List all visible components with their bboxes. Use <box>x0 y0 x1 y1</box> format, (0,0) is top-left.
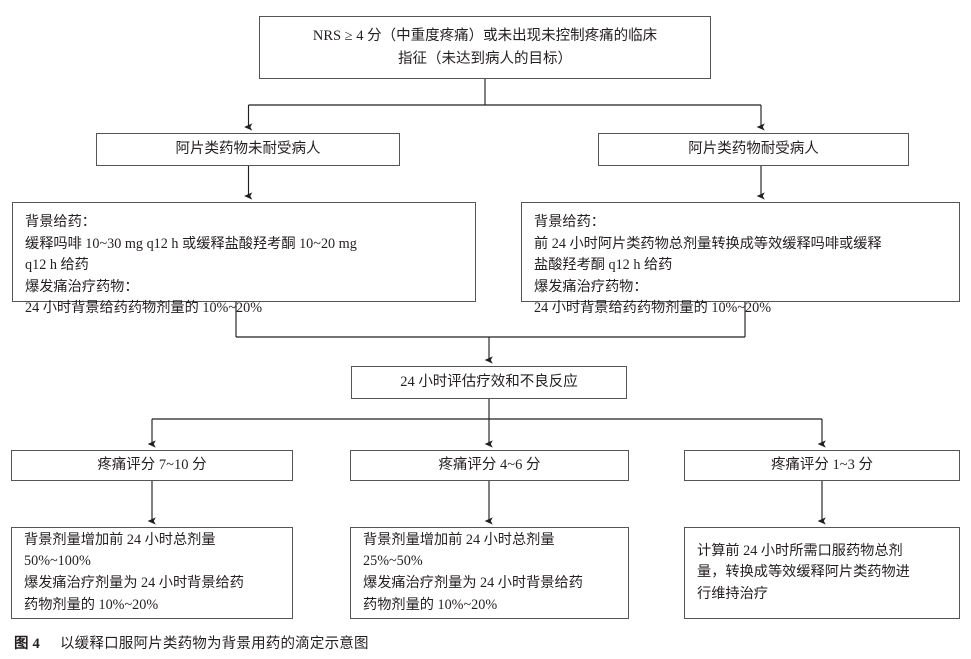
node-plan-score-1-3: 计算前 24 小时所需口服药物总剂 量，转换成等效缓释阿片类药物进 行维持治疗 <box>684 527 960 619</box>
node-naive-regimen-line-4: 24 小时背景给药药物剂量的 10%~20% <box>25 300 263 317</box>
node-pain-score-4-6: 疼痛评分 4~6 分 <box>350 450 629 481</box>
node-root-line2: 指征（未达到病人的目标） <box>397 50 572 67</box>
figure-number: 图 4 <box>14 636 40 652</box>
node-naive-regimen-line-0: 背景给药： <box>25 214 96 230</box>
node-plan-score-7-10-line-0: 背景剂量增加前 24 小时总剂量 <box>24 531 216 548</box>
node-tolerant-regimen-line-3: 爆发痛治疗药物： <box>534 278 648 295</box>
node-naive-regimen-line-2: q12 h 给药 <box>25 257 89 274</box>
node-tolerant-regimen: 背景给药： 前 24 小时阿片类药物总剂量转换成等效缓释吗啡或缓释 盐酸羟考酮 … <box>521 202 960 316</box>
node-plan-score-7-10-line-2: 爆发痛治疗剂量为 24 小时背景给药 <box>24 575 244 591</box>
node-plan-score-4-6: 背景剂量增加前 24 小时总剂量 25%~50% 爆发痛治疗剂量为 24 小时背… <box>350 527 629 619</box>
node-plan-score-7-10-line-3: 药物剂量的 10%~20% <box>24 596 159 613</box>
node-root-line1: NRS ≥ 4 分（中重度疼痛）或未出现未控制疼痛的临床 <box>312 28 658 45</box>
node-plan-score-1-3-line-1: 量，转换成等效缓释阿片类药物进 <box>697 564 910 581</box>
node-plan-score-7-10-line-1: 50%~100% <box>24 553 91 570</box>
node-plan-score-1-3-line-0: 计算前 24 小时所需口服药物总剂 <box>697 542 903 559</box>
node-naive-regimen-line-3: 爆发痛治疗药物： <box>25 278 139 295</box>
node-opioid-naive: 阿片类药物未耐受病人 <box>96 133 400 166</box>
node-opioid-tolerant: 阿片类药物耐受病人 <box>598 133 909 166</box>
node-plan-score-4-6-line-1: 25%~50% <box>363 553 423 570</box>
node-naive-regimen-line-1: 缓释吗啡 10~30 mg q12 h 或缓释盐酸羟考酮 10~20 mg <box>25 235 357 252</box>
figure-caption: 图 4 以缓释口服阿片类药物为背景用药的滴定示意图 <box>14 632 369 653</box>
node-pain-score-7-10-label: 疼痛评分 7~10 分 <box>97 457 207 474</box>
node-root: NRS ≥ 4 分（中重度疼痛）或未出现未控制疼痛的临床 指征（未达到病人的目标… <box>259 16 711 79</box>
node-pain-score-1-3: 疼痛评分 1~3 分 <box>684 450 960 481</box>
node-naive-regimen: 背景给药： 缓释吗啡 10~30 mg q12 h 或缓释盐酸羟考酮 10~20… <box>12 202 476 316</box>
node-opioid-naive-label: 阿片类药物未耐受病人 <box>175 141 321 158</box>
node-plan-score-7-10: 背景剂量增加前 24 小时总剂量 50%~100% 爆发痛治疗剂量为 24 小时… <box>11 527 293 619</box>
node-pain-score-7-10: 疼痛评分 7~10 分 <box>11 450 293 481</box>
node-pain-score-4-6-label: 疼痛评分 4~6 分 <box>438 457 541 474</box>
node-tolerant-regimen-line-0: 背景给药： <box>534 214 605 230</box>
node-tolerant-regimen-line-4: 24 小时背景给药药物剂量的 10%~20% <box>534 300 772 317</box>
node-pain-score-1-3-label: 疼痛评分 1~3 分 <box>770 457 874 474</box>
node-opioid-tolerant-label: 阿片类药物耐受病人 <box>688 141 819 158</box>
node-plan-score-1-3-line-2: 行维持治疗 <box>697 585 768 602</box>
node-plan-score-4-6-line-2: 爆发痛治疗剂量为 24 小时背景给药 <box>363 575 583 591</box>
figure-caption-text: 以缓释口服阿片类药物为背景用药的滴定示意图 <box>59 636 369 652</box>
node-assessment-24h: 24 小时评估疗效和不良反应 <box>351 366 627 399</box>
node-assessment-24h-label: 24 小时评估疗效和不良反应 <box>400 374 578 391</box>
node-tolerant-regimen-line-1: 前 24 小时阿片类药物总剂量转换成等效缓释吗啡或缓释 <box>534 235 882 252</box>
node-tolerant-regimen-line-2: 盐酸羟考酮 q12 h 给药 <box>534 257 673 274</box>
node-plan-score-4-6-line-3: 药物剂量的 10%~20% <box>363 596 498 613</box>
node-plan-score-4-6-line-0: 背景剂量增加前 24 小时总剂量 <box>363 531 555 548</box>
